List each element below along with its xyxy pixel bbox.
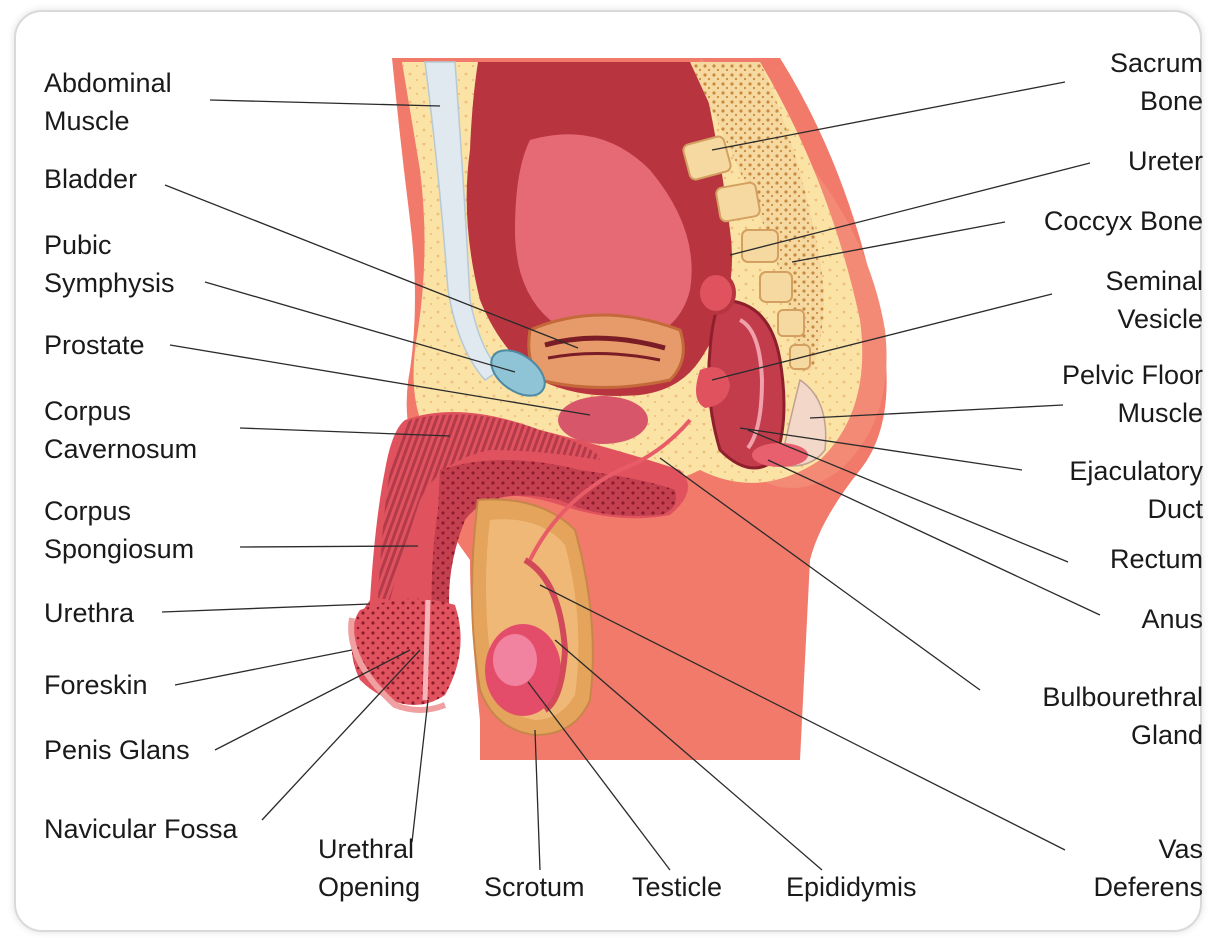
label-anus: Anus [1141, 600, 1203, 638]
label-ejaculatory-duct: Ejaculatory Duct [1069, 452, 1203, 528]
label-foreskin: Foreskin [44, 666, 148, 704]
ureter-shape [698, 273, 734, 313]
label-ureter: Ureter [1128, 142, 1203, 180]
leader-foreskin [175, 650, 352, 685]
label-seminal-vesicle: Seminal Vesicle [1105, 262, 1203, 338]
label-pelvic-floor-muscle: Pelvic Floor Muscle [1062, 356, 1203, 432]
leader-urethra [162, 604, 370, 612]
leader-urethral-opening [412, 700, 428, 842]
label-bladder: Bladder [44, 160, 137, 198]
label-corpus-cavernosum: Corpus Cavernosum [44, 392, 197, 468]
label-urethral-opening: Urethral Opening [318, 830, 420, 906]
label-coccyx-bone: Coccyx Bone [1044, 202, 1203, 240]
leader-anus [768, 460, 1100, 615]
label-corpus-spongiosum: Corpus Spongiosum [44, 492, 194, 568]
anus-shape [752, 443, 808, 467]
label-abdominal-muscle: Abdominal Muscle [44, 64, 172, 140]
label-epididymis: Epididymis [786, 868, 917, 906]
label-prostate: Prostate [44, 326, 145, 364]
leader-navicular-fossa [262, 650, 420, 820]
leader-penis-glans [215, 650, 410, 750]
prostate-shape [558, 396, 648, 444]
label-sacrum-bone: Sacrum Bone [1110, 44, 1203, 120]
label-urethra: Urethra [44, 594, 134, 632]
label-penis-glans: Penis Glans [44, 731, 190, 769]
label-bulbourethral-gland: Bulbourethral Gland [1042, 678, 1203, 754]
label-navicular-fossa: Navicular Fossa [44, 810, 238, 848]
label-rectum: Rectum [1110, 540, 1203, 578]
label-testicle: Testicle [632, 868, 722, 906]
label-scrotum: Scrotum [484, 868, 585, 906]
label-pubic-symphysis: Pubic Symphysis [44, 226, 175, 302]
label-vas-deferens: Vas Deferens [1093, 830, 1203, 906]
